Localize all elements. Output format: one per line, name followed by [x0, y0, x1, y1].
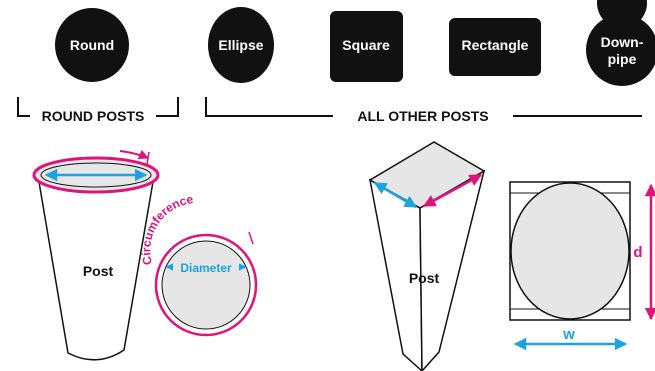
- round-posts-label: ROUND POSTS: [42, 108, 145, 124]
- shape-ellipse-label: Ellipse: [218, 37, 263, 53]
- shape-square-label: Square: [342, 37, 390, 53]
- circumference-arrow: [119, 149, 149, 160]
- square-depth-arrow: [422, 173, 483, 208]
- round-cross-section: Diameter Circumference: [139, 192, 258, 337]
- all-other-posts-label: ALL OTHER POSTS: [357, 108, 488, 124]
- width-label: w: [562, 326, 575, 343]
- shape-downpipe: Down- pipe: [586, 0, 655, 86]
- round-posts-bracket: [17, 97, 179, 117]
- square-post-label: Post: [409, 270, 440, 286]
- square-width-arrow: [373, 181, 418, 209]
- depth-label: d: [633, 244, 642, 261]
- round-post-drawing: Post: [32, 149, 160, 361]
- shape-rectangle-label: Rectangle: [462, 37, 529, 53]
- rect-ellipse-cross-section: d w: [509, 181, 655, 351]
- diameter-label: Diameter: [180, 261, 232, 275]
- shape-ellipse: Ellipse: [208, 7, 274, 83]
- shape-rectangle: Rectangle: [449, 18, 541, 76]
- shape-downpipe-label-line1: Down-: [601, 34, 644, 50]
- shape-round-label: Round: [70, 37, 114, 53]
- all-other-posts-bracket: [205, 97, 642, 117]
- square-post-drawing: Post: [368, 141, 486, 371]
- round-post-label: Post: [83, 263, 114, 279]
- shape-round: Round: [55, 8, 129, 82]
- shape-downpipe-label-line2: pipe: [608, 51, 637, 67]
- shape-square: Square: [330, 11, 403, 82]
